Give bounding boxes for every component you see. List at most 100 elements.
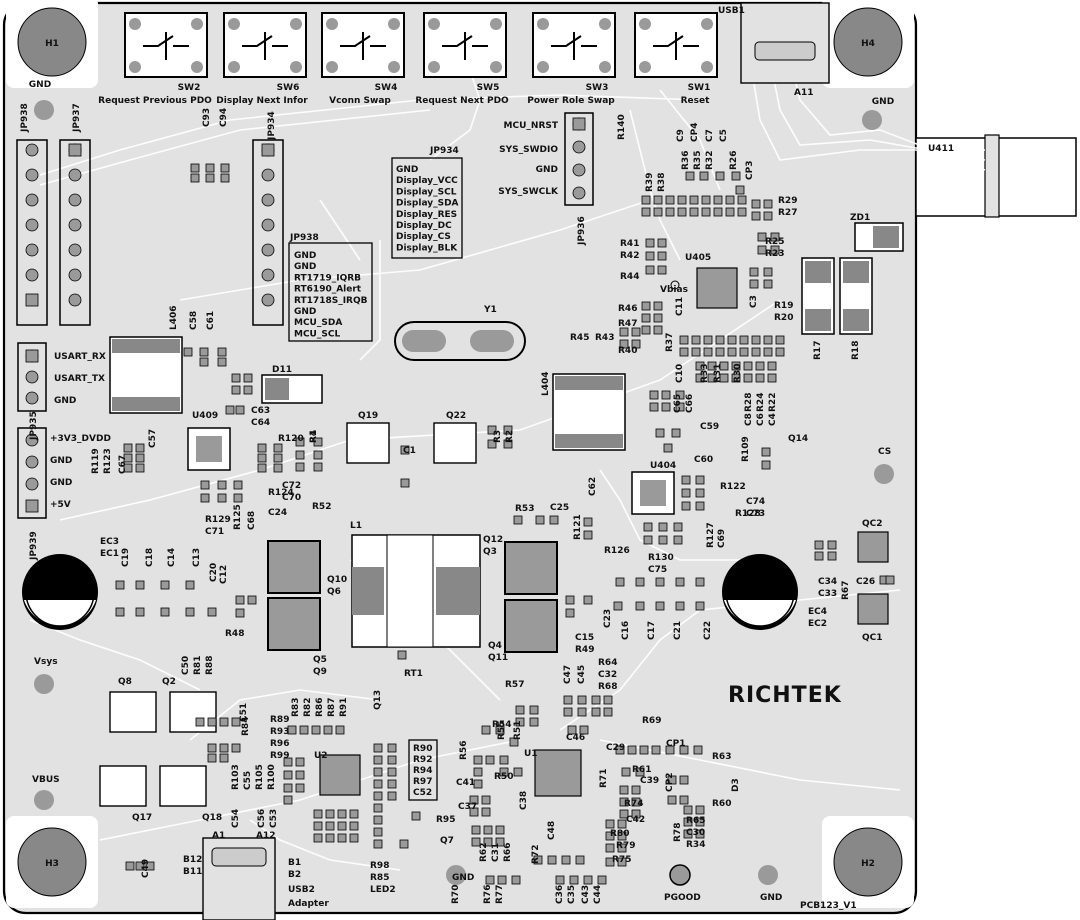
silk-c47: C47 xyxy=(563,665,573,684)
cap-ec2 xyxy=(722,554,798,630)
header-jp939-label: JP939 xyxy=(29,531,39,561)
silk-qc1: QC1 xyxy=(862,633,883,643)
res-box-0: R90 xyxy=(413,744,432,754)
res-box-3: R97 xyxy=(413,777,432,787)
silk-zd1: ZD1 xyxy=(850,213,870,223)
header-jp937 xyxy=(59,139,91,326)
header-jp934 xyxy=(252,139,284,326)
silk-r74: R74 xyxy=(624,799,643,809)
silk-r51: R51 xyxy=(513,721,523,740)
jp934-signal-box xyxy=(391,157,463,259)
silk-q6: Q6 xyxy=(327,587,341,597)
silk-r60: R60 xyxy=(712,799,731,809)
switch-sw3-ref: SW3 xyxy=(586,83,609,93)
debug-signal-2: GND xyxy=(536,165,558,175)
jp938-signal-4: RT1718S_IRQB xyxy=(294,296,368,306)
jp934-signal-1: Display_VCC xyxy=(396,176,458,186)
part-qc1 xyxy=(857,593,889,625)
pin-label-b1: B1 xyxy=(288,858,301,868)
silk-rt1: RT1 xyxy=(404,669,423,679)
jp934-box-title: JP934 xyxy=(429,146,459,156)
silk-q2: Q2 xyxy=(162,677,176,687)
silk-c13: C13 xyxy=(192,548,202,567)
silk-c59: C59 xyxy=(700,422,719,432)
silk-r67: R67 xyxy=(841,581,851,600)
silk-r22: R22 xyxy=(768,393,778,412)
silk-q3: Q3 xyxy=(483,547,497,557)
silk-c20: C20 xyxy=(209,563,219,582)
testpoint-label-3: PGOOD xyxy=(664,893,701,903)
silk-c37: C37 xyxy=(458,802,477,812)
silk-r20: R20 xyxy=(774,313,793,323)
silk-c42: C42 xyxy=(626,815,645,825)
silk-r83: R83 xyxy=(291,698,301,717)
silk-r125: R125 xyxy=(233,504,243,530)
silk-r93: R93 xyxy=(270,727,289,737)
inductor-l406-band-top xyxy=(112,339,180,353)
silk-c65: C65 xyxy=(673,394,683,413)
silk-r109: R109 xyxy=(741,436,751,462)
switch-sw4-ref: SW4 xyxy=(375,83,398,93)
silk-r30: R30 xyxy=(733,364,743,383)
inductor-l404-band-bottom xyxy=(555,434,623,448)
switch-sw2-caption: Request Previous PDO xyxy=(98,96,212,106)
jp938-signal-1: GND xyxy=(294,262,316,272)
ic-u1 xyxy=(534,749,582,797)
silk-ec2: EC2 xyxy=(808,619,827,629)
switch-sw4 xyxy=(321,12,405,78)
ic-u2 xyxy=(319,754,361,796)
silk-c54: C54 xyxy=(231,809,241,828)
silk-c38: C38 xyxy=(519,791,529,810)
silk-r24: R24 xyxy=(756,393,766,412)
silk-r122: R122 xyxy=(720,482,746,492)
tp-vbus xyxy=(34,790,54,810)
silk-c75: C75 xyxy=(648,565,667,575)
testpoint-label-0: Vsys xyxy=(34,657,58,667)
res-signal-box xyxy=(408,739,438,801)
silk-r23: R23 xyxy=(765,249,784,259)
power-signal-2: GND xyxy=(50,478,72,488)
silk-c12: C12 xyxy=(219,565,229,584)
silk-u2: U2 xyxy=(314,751,328,761)
d11-pad xyxy=(265,378,289,400)
silk-c70: C70 xyxy=(282,493,301,503)
r17-pad-top xyxy=(805,261,831,283)
silk-q19: Q19 xyxy=(358,411,378,421)
silk-r140: R140 xyxy=(617,114,627,140)
silk-r119: R119 xyxy=(91,448,101,474)
l1-pad-right xyxy=(436,567,480,615)
silk-c34: C34 xyxy=(818,577,837,587)
header-jp938-left-label: JP938 xyxy=(20,103,30,133)
tp-gnd-bottom2 xyxy=(758,865,778,885)
silk-u404: U404 xyxy=(650,461,676,471)
silk-c33: C33 xyxy=(818,589,837,599)
silk-cp4: CP4 xyxy=(690,123,700,142)
switch-sw3 xyxy=(532,12,616,78)
silk-q4: Q4 xyxy=(488,641,502,651)
silk-r129: R129 xyxy=(205,515,231,525)
jp934-signal-3: Display_SDA xyxy=(396,199,459,209)
hole-h4-gnd-label: GND xyxy=(872,97,894,107)
hole-h3-label: H3 xyxy=(45,859,59,869)
debug-signal-1: SYS_SWDIO xyxy=(499,145,558,155)
silk-cp2: CP2 xyxy=(665,773,675,792)
component-footprints xyxy=(16,2,904,920)
silk-r33: R33 xyxy=(700,364,710,383)
silk-u405: U405 xyxy=(685,253,711,263)
mosfet-q10 xyxy=(267,540,321,594)
pin-label-a11: A11 xyxy=(794,88,814,98)
testpoint-label-2: CS xyxy=(878,447,891,457)
silk-r49: R49 xyxy=(575,645,594,655)
board-version: PCB123_V1 xyxy=(800,901,857,911)
silk-c16: C16 xyxy=(621,621,631,640)
hole-h1-gnd-label: GND xyxy=(29,80,51,90)
transistor-q22 xyxy=(433,422,477,464)
pin-label-b12: B12 xyxy=(183,855,202,865)
tp-pgood xyxy=(669,864,691,886)
silk-c3: C3 xyxy=(749,295,759,308)
silk-c31: C31 xyxy=(491,843,501,862)
brand-logo: RICHTEK xyxy=(728,683,842,708)
silk-r79: R79 xyxy=(616,841,635,851)
silk-r19: R19 xyxy=(774,301,793,311)
silk-d3: D3 xyxy=(731,778,741,792)
